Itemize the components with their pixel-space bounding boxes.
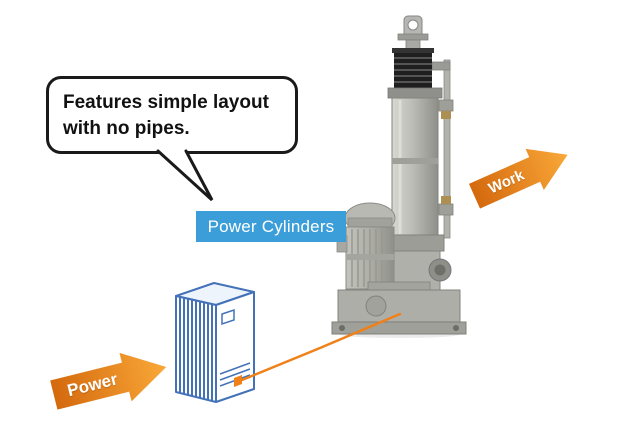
work-arrow: Work bbox=[465, 134, 576, 217]
cable-connector bbox=[234, 375, 242, 387]
power-arrow-icon bbox=[50, 352, 167, 410]
speech-bubble: Features simple layout with no pipes. bbox=[46, 76, 298, 154]
speech-bubble-line2: with no pipes. bbox=[63, 118, 190, 139]
product-label: Power Cylinders bbox=[196, 211, 346, 242]
speech-bubble-line1: Features simple layout bbox=[63, 92, 269, 113]
work-arrow-icon bbox=[468, 148, 568, 209]
power-arrow-label: Power bbox=[65, 369, 120, 401]
controller-box-icon bbox=[175, 282, 255, 403]
speech-bubble-tail bbox=[156, 149, 214, 202]
power-cylinder-photo bbox=[331, 15, 467, 338]
power-arrow: Power bbox=[48, 343, 173, 420]
product-label-text: Power Cylinders bbox=[207, 216, 335, 236]
